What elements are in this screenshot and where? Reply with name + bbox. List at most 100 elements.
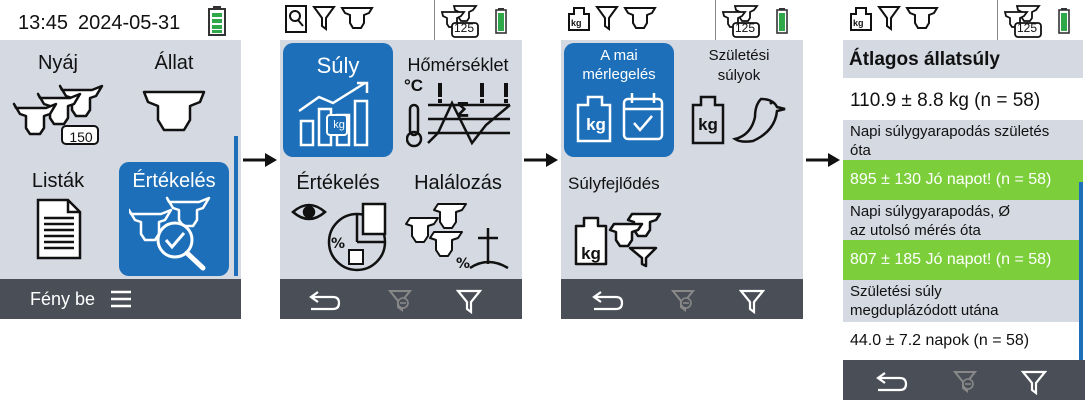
bottom-bar [843,360,1085,400]
filter-icon[interactable] [456,288,482,314]
kg-label: kg [698,115,718,134]
section-header: Napi súlygyarapodás, Ø az utolsó mérés ó… [843,200,1083,240]
herd-icon [12,84,104,145]
arrow-right-icon [524,153,558,167]
filter-remove-icon [671,290,695,312]
menu-tile-birth-weights[interactable]: Születési súlyok kg [679,43,799,157]
arrow-right-icon [243,153,277,167]
status-date: 2024-05-31 [78,12,181,34]
celsius-label: °C [404,76,424,95]
tile-label: Listák [31,170,85,192]
average-weight-value: 110.9 ± 8.8 kg (n = 58) [850,90,1041,111]
status-divider [997,0,998,40]
filter-icon[interactable] [739,288,765,314]
arrow-right-icon [806,153,840,167]
menu-tile-evaluation[interactable]: Értékelés % [283,162,393,276]
tile-label: Nyáj [37,52,78,74]
kg-label: kg [333,119,345,131]
battery-icon [495,8,507,34]
menu-tile-animal[interactable]: Állat [118,44,230,156]
section-label-line2: megduplázódott utána [850,302,999,319]
filter-remove-icon [953,371,977,393]
bottom-bar [561,279,803,319]
svg-text:%: % [331,236,345,252]
average-weight-row: 110.9 ± 8.8 kg (n = 58) [843,78,1083,120]
status-bar: kg 125 [843,0,1085,40]
menu-tile-evaluation[interactable]: Értékelés [119,162,229,276]
screen-evaluation-menu: 125 Súly kg Hőmérséklet °C [280,0,522,320]
herd-icon [721,5,760,38]
status-bar: kg 125 [561,0,803,40]
section-header: Születési súly megduplázódott utána [843,280,1083,322]
menu-tile-weight-development[interactable]: Súlyfejlődés kg [564,162,684,276]
scale-calendar-icon [576,93,664,143]
tile-label: Halálozás [414,172,502,194]
menu-content: Súly kg Hőmérséklet °C [280,40,522,279]
status-divider [434,0,435,40]
daily-gain-since-birth-row: 895 ± 130 Jó napot! (n = 58) [843,160,1083,200]
animal-count: 125 [454,21,475,35]
status-bar: 125 [280,0,522,40]
menu-content: A mai mérlegelés kg Születési súlyok [561,40,803,279]
kg-label: kg [853,18,864,28]
page-title: Átlagos állatsúly [849,49,1000,70]
daily-gain-since-birth-value: 895 ± 130 Jó napot! (n = 58) [850,171,1052,188]
light-on-button[interactable]: Fény be [30,289,96,309]
menu-tile-lists[interactable]: Listák [2,160,114,276]
menu-tile-herd[interactable]: Nyáj 150 [2,44,114,156]
animal-count: 125 [735,21,756,35]
scale-herd-filter-icon [574,212,662,268]
scrollbar[interactable] [234,136,238,276]
animal-count: 125 [1017,21,1038,35]
eye-pie-chart-icon: % [291,202,387,272]
cow-head-icon [142,90,206,132]
filter-icon [595,6,619,31]
filter-icon [312,6,336,31]
section-label-line1: Napi súlygyarapodás, Ø [850,203,1011,220]
menu-tile-weight[interactable]: Súly kg [283,43,393,157]
scale-stork-icon [691,95,786,145]
daily-gain-since-last-row: 807 ± 185 Jó napot! (n = 58) [843,240,1083,280]
svg-text:Σ: Σ [456,98,470,122]
section-label-line2: az utolsó mérés óta [850,222,981,239]
tile-label: Súlyfejlődés [568,174,660,193]
svg-text:%: % [456,256,470,272]
menu-tile-temperature[interactable]: Hőmérséklet °C Σ [398,43,518,157]
bottom-bar [280,279,522,319]
section-label-line1: Születési súly [850,283,942,300]
section-header: Napi súlygyarapodás születés óta [843,120,1083,160]
herd-icon [440,5,479,38]
birth-weight-doubled-row: 44.0 ± 7.2 napok (n = 58) [843,322,1083,360]
tile-label: Értékelés [296,172,380,194]
back-icon[interactable] [308,289,342,311]
kg-label: kg [581,244,601,263]
back-icon[interactable] [875,370,909,392]
tile-label: Értékelés [132,170,216,192]
menu-tile-mortality[interactable]: Halálozás % [398,162,518,276]
section-label-line2: óta [850,142,871,159]
filter-remove-icon [388,290,412,312]
scrollbar[interactable] [1079,182,1083,360]
screen-weight-menu: kg 125 A mai mérlegelés kg Születési súl… [561,0,803,320]
filter-icon [877,6,901,31]
document-list-icon [36,198,82,260]
cow-head-icon [905,7,939,29]
status-time: 13:45 [18,12,69,34]
battery-icon [1058,8,1070,34]
hamburger-icon[interactable] [110,290,132,308]
temperature-alert-icon: Σ [406,83,511,148]
filter-icon[interactable] [1021,369,1047,395]
herd-search-icon [129,196,211,271]
status-bar: 13:45 2024-05-31 [0,0,241,40]
back-icon[interactable] [591,289,625,311]
menu-tile-todays-weighing[interactable]: A mai mérlegelés kg [564,43,674,157]
weight-icon [568,7,590,31]
mortality-icon: % [405,203,509,272]
tile-label-line1: Születési [708,47,770,64]
tile-label-line2: súlyok [717,67,761,84]
tile-label: Állat [154,52,194,74]
stats-title: Átlagos állatsúly [843,40,1083,78]
tile-label: Hőmérséklet [407,55,509,75]
herd-icon [1003,5,1042,38]
battery-icon [776,8,788,34]
